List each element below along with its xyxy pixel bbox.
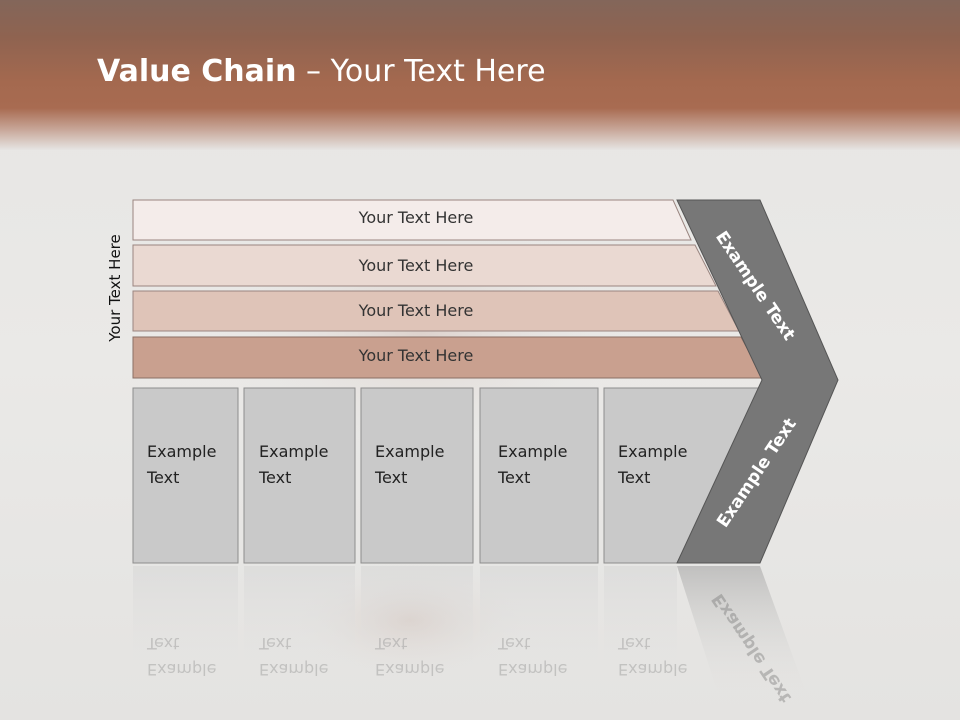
- title-bold: Value Chain: [97, 54, 297, 89]
- title-rest: – Your Text Here: [296, 54, 546, 89]
- primary-box-3: [360, 387, 474, 564]
- support-row-3-label: Your Text Here: [358, 301, 474, 320]
- primary-box-1: [132, 387, 239, 564]
- primary-box-2-reflection: [244, 566, 355, 696]
- support-row-1-label: Your Text Here: [358, 208, 474, 227]
- support-row-2-label: Your Text Here: [358, 256, 474, 275]
- primary-box-3-reflection: [361, 566, 473, 696]
- primary-box-2: [243, 387, 356, 564]
- primary-box-1-reflection: [133, 566, 238, 696]
- margin-chevron-reflection: [677, 566, 805, 700]
- header-band: [0, 0, 960, 150]
- slide-title: Value Chain – Your Text Here: [97, 54, 546, 89]
- primary-box-4: [479, 387, 599, 564]
- primary-box-4-reflection: [480, 566, 598, 696]
- support-row-4-label: Your Text Here: [358, 346, 474, 365]
- support-row-1: [132, 199, 692, 241]
- support-row-2: [132, 244, 717, 287]
- margin-chevron: [676, 199, 839, 564]
- side-label: Your Text Here: [106, 234, 124, 342]
- primary-box-5-reflection: [604, 566, 677, 696]
